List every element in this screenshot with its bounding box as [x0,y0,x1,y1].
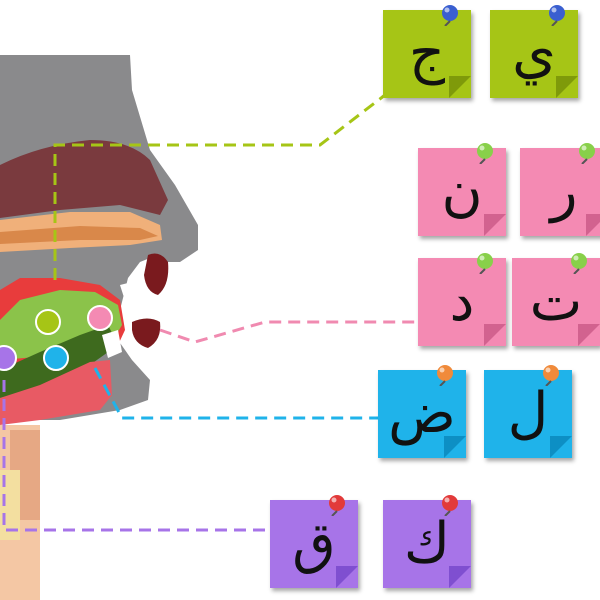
note-kaf[interactable]: ك [383,495,471,588]
letter-ta: ت [529,269,583,334]
note-nun[interactable]: ن [418,143,506,236]
push-pin-icon [477,253,493,274]
letter-dal: د [449,269,475,334]
connector-purple [2,380,270,532]
push-pin-icon [437,365,453,386]
lower-teeth [102,330,122,358]
note-qaf[interactable]: ق [270,495,358,588]
point-green-ya-jim [35,309,61,335]
note-lam[interactable]: ل [484,365,572,458]
push-pin-icon [329,495,345,516]
letter-ra: ر [550,159,578,224]
letter-qaf: ق [292,511,336,576]
letter-jim: ج [408,21,446,86]
point-blue-lam-dad [43,345,69,371]
connector-blue [93,367,380,420]
point-pink-tongue-tip [87,305,113,331]
note-ra[interactable]: ر [520,143,600,236]
push-pin-icon [579,143,595,164]
point-purple-kaf-qaf [0,345,17,371]
letter-nun: ن [441,159,483,224]
push-pin-icon [571,253,587,274]
note-dal[interactable]: د [418,253,506,346]
push-pin-icon [549,5,565,26]
push-pin-icon [442,495,458,516]
letter-dad: ض [388,381,456,446]
nasal-cavity [0,140,168,218]
upper-teeth [120,280,145,310]
connector-pink [159,320,420,344]
letter-lam: ل [507,381,549,446]
push-pin-icon [477,143,493,164]
letter-kaf: ك [403,511,451,576]
note-ya[interactable]: ي [490,5,578,98]
lower-jaw [0,360,112,425]
note-jim[interactable]: ج [383,5,471,98]
lower-lip [132,318,161,348]
note-dad[interactable]: ض [378,365,466,458]
letter-ya: ي [512,21,556,86]
push-pin-icon [442,5,458,26]
note-ta[interactable]: ت [512,253,600,346]
upper-lip [144,253,169,295]
connector-green [53,93,386,280]
push-pin-icon [543,365,559,386]
